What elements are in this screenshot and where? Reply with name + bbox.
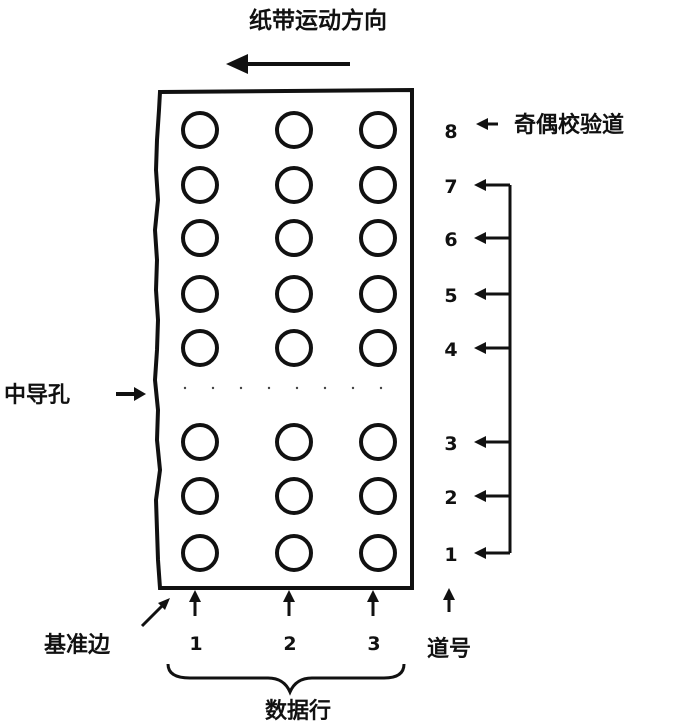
hole-track-4-col-1 (181, 329, 219, 367)
reference-edge-label: 基准边 (44, 633, 111, 658)
track-label-1: 1 (444, 544, 457, 566)
hole-track-3-col-2 (275, 423, 313, 461)
hole-track-5-col-3 (359, 275, 397, 313)
guide-dot (239, 386, 243, 390)
guide-dot (351, 386, 355, 390)
column-label-1: 1 (189, 633, 202, 655)
track-label-7: 7 (444, 176, 457, 198)
track-label-6: 6 (444, 229, 457, 251)
center-hole-arrow (116, 387, 146, 401)
hole-track-8-col-3 (359, 111, 397, 149)
hole-grid (181, 111, 397, 572)
guide-dot (267, 386, 271, 390)
hole-track-1-col-3 (359, 534, 397, 572)
column-arrows (189, 590, 379, 616)
guide-dot (379, 386, 383, 390)
tape-direction-title: 纸带运动方向 (249, 7, 387, 34)
bracket-arrowhead (474, 179, 486, 191)
guide-dot (323, 386, 327, 390)
track-label-3: 3 (444, 433, 457, 455)
track-label-2: 2 (444, 487, 457, 509)
hole-track-1-col-1 (181, 534, 219, 572)
column-arrow-3 (367, 590, 379, 616)
column-label-2: 2 (283, 633, 296, 655)
parity-track-label: 奇偶校验道 (514, 112, 624, 138)
hole-track-5-col-2 (275, 275, 313, 313)
center-guide-holes (183, 386, 383, 390)
parity-track-pointer (476, 118, 498, 130)
hole-track-6-col-3 (359, 219, 397, 257)
hole-track-7-col-2 (275, 166, 313, 204)
reference-edge-arrow (140, 598, 170, 628)
column-arrow-2 (283, 590, 295, 616)
hole-track-6-col-2 (275, 219, 313, 257)
hole-track-2-col-3 (359, 477, 397, 515)
guide-dot (211, 386, 215, 390)
hole-track-8-col-1 (181, 111, 219, 149)
hole-track-2-col-2 (275, 477, 313, 515)
bracket-arrowhead (474, 288, 486, 300)
column-number-labels: 1 2 3 (189, 633, 380, 655)
hole-track-4-col-2 (275, 329, 313, 367)
track-number-label: 道号 (427, 636, 471, 662)
hole-track-8-col-2 (275, 111, 313, 149)
track-label-8: 8 (444, 121, 457, 143)
tape-outline (152, 87, 414, 590)
hole-track-3-col-1 (181, 423, 219, 461)
bracket-arrowhead (474, 490, 486, 502)
hole-track-5-col-1 (181, 275, 219, 313)
hole-track-7-col-1 (181, 166, 219, 204)
center-hole-label: 中导孔 (4, 383, 70, 408)
track-label-5: 5 (444, 285, 457, 307)
track-bracket (474, 179, 512, 559)
track-number-labels: 8 7 6 5 4 3 2 1 (444, 121, 457, 566)
hole-track-7-col-3 (359, 166, 397, 204)
guide-dot (183, 386, 187, 390)
hole-track-4-col-3 (359, 329, 397, 367)
tape-direction-arrow (226, 54, 350, 74)
hole-track-1-col-2 (275, 534, 313, 572)
track-number-arrow (443, 588, 455, 612)
bracket-arrowhead (474, 547, 486, 559)
guide-dot (295, 386, 299, 390)
data-row-label: 数据行 (265, 698, 331, 724)
data-row-brace (166, 663, 406, 696)
bracket-arrowhead (474, 232, 486, 244)
column-label-3: 3 (367, 633, 380, 655)
column-arrow-1 (189, 590, 201, 616)
hole-track-2-col-1 (181, 477, 219, 515)
hole-track-6-col-1 (181, 219, 219, 257)
track-label-4: 4 (444, 339, 457, 361)
bracket-arrowhead (474, 342, 486, 354)
bracket-arrowhead (474, 436, 486, 448)
hole-track-3-col-3 (359, 423, 397, 461)
